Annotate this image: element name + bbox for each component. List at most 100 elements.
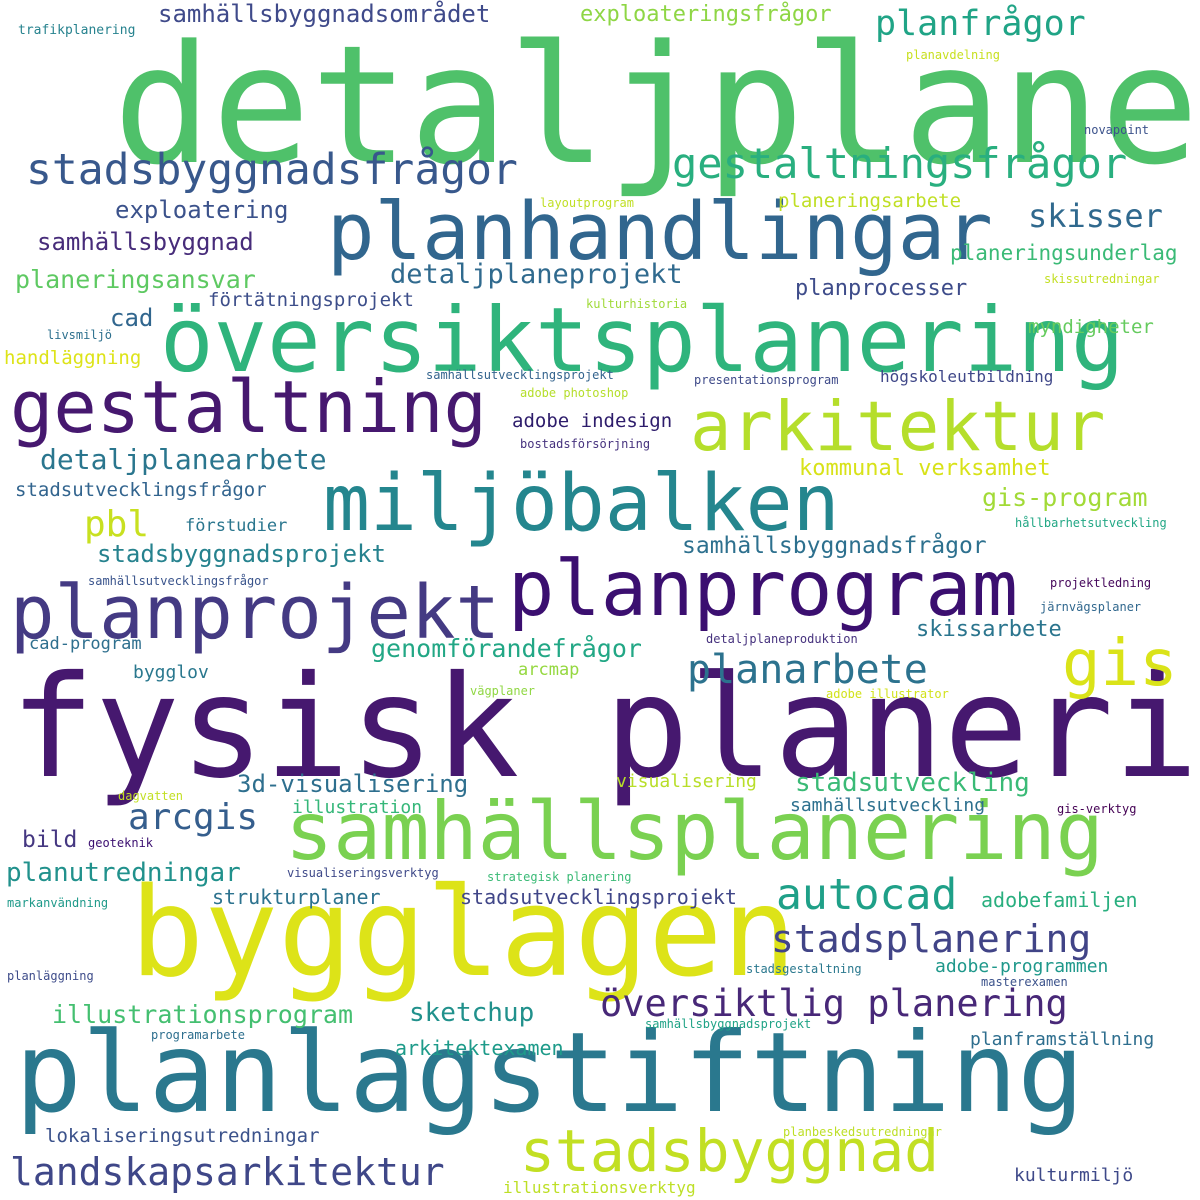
word-cloud-term: programarbete (151, 1028, 245, 1042)
word-cloud-term: stadsbyggnadsprojekt (97, 540, 386, 568)
word-cloud-term: masterexamen (981, 975, 1068, 989)
word-cloud-term: planhandlingar (327, 186, 993, 278)
word-cloud-term: illustrationsprogram (52, 1000, 354, 1029)
word-cloud-term: samhällsbyggnad (37, 228, 254, 256)
word-cloud-term: gis (1062, 627, 1178, 701)
word-cloud-term: cad-program (29, 634, 142, 654)
word-cloud-term: illustrationsverktyg (503, 1178, 696, 1197)
word-cloud-term: samhällsbyggnadsprojekt (645, 1017, 812, 1031)
word-cloud-term: trafikplanering (18, 23, 136, 38)
word-cloud-term: exploatering (115, 196, 289, 224)
word-cloud-term: illustration (292, 797, 423, 818)
word-cloud-term: strategisk planering (487, 870, 632, 884)
word-cloud-term: adobe photoshop (520, 386, 629, 400)
word-cloud-term: gis-verktyg (1057, 802, 1137, 816)
word-cloud-term: planprocesser (795, 276, 968, 301)
word-cloud-term: skissarbete (916, 617, 1062, 642)
word-cloud-term: översiktlig planering (600, 982, 1068, 1025)
word-cloud-term: genomförandefrågor (371, 634, 642, 663)
word-cloud-term: adobe-programmen (935, 956, 1109, 977)
word-cloud-term: förstudier (185, 516, 288, 536)
word-cloud-term: samhällsplanering (285, 785, 1104, 878)
word-cloud-term: miljöbalken (323, 459, 840, 549)
word-cloud-term: detaljplaneproduktion (706, 632, 858, 646)
word-cloud-term: exploateringsfrågor (580, 2, 832, 27)
word-cloud-term: planbeskedsutredningar (783, 1125, 942, 1139)
word-cloud-term: kommunal verksamhet (799, 456, 1051, 481)
word-cloud-term: bygglagen (130, 862, 797, 1005)
word-cloud-term: planeringsunderlag (950, 241, 1178, 265)
word-cloud-term: stadsutvecklingsfrågor (15, 479, 267, 501)
word-cloud-term: stadsutveckling (795, 768, 1030, 798)
word-cloud-term: fysisk planering (10, 646, 1200, 810)
word-cloud-term: kulturmiljö (1014, 1165, 1134, 1186)
word-cloud-term: planläggning (7, 969, 94, 983)
word-cloud-term: landskapsarkitektur (10, 1150, 445, 1194)
word-cloud-term: stadsutvecklingsprojekt (460, 885, 737, 909)
word-cloud-term: sketchup (409, 998, 535, 1028)
word-cloud-term: lokaliseringsutredningar (45, 1125, 320, 1147)
word-cloud-term: högskoleutbildning (880, 367, 1054, 386)
word-cloud-term: planutredningar (6, 858, 241, 888)
word-cloud-term: projektledning (1050, 576, 1152, 590)
word-cloud-term: hållbarhetsutveckling (1015, 516, 1167, 530)
word-cloud-term: vägplaner (470, 684, 536, 698)
word-cloud-term: gis-program (982, 483, 1148, 512)
word-cloud-term: dagvatten (118, 789, 184, 803)
word-cloud-term: översiktsplanering (160, 288, 1125, 392)
word-cloud-term: arcgis (128, 797, 259, 838)
word-cloud-term: detaljplaneprojekt (390, 259, 683, 290)
word-cloud-term: visualisering (616, 771, 757, 792)
word-cloud-term: stadsbyggnadsfrågor (26, 145, 518, 195)
word-cloud-term: stadsplanering (771, 917, 1092, 961)
word-cloud-term: planfrågor (875, 4, 1086, 44)
word-cloud-term: presentationsprogram (694, 373, 839, 387)
word-cloud-term: detaljplanearbete (40, 443, 327, 476)
word-cloud-term: planeringsarbete (778, 190, 962, 212)
word-cloud-term: geoteknik (88, 836, 154, 850)
word-cloud-term: planlagstiftning (15, 1009, 1085, 1138)
word-cloud-term: stadsbyggnad (520, 1117, 940, 1185)
word-cloud-term: handläggning (4, 347, 142, 369)
word-cloud-term: samhällsbyggnadsfrågor (682, 533, 987, 559)
word-cloud-term: strukturplaner (212, 885, 381, 909)
word-cloud-term: myndigheter (1028, 316, 1154, 338)
word-cloud-term: skisser (1028, 197, 1163, 235)
word-cloud-term: markanvändning (7, 896, 109, 910)
word-cloud-term: bild (22, 827, 78, 853)
word-cloud-term: kulturhistoria (586, 297, 688, 311)
word-cloud-term: arkitektexamen (395, 1036, 564, 1060)
word-cloud-term: gestaltning (10, 365, 487, 449)
word-cloud-term: samhällsutveckling (790, 795, 986, 816)
word-cloud-term: skissutredningar (1044, 272, 1160, 286)
word-cloud-term: bygglov (133, 662, 209, 683)
word-cloud-term: visualiseringsverktyg (287, 866, 439, 880)
word-cloud-term: planarbete (687, 647, 928, 693)
word-cloud-term: 3d-visualisering (237, 770, 469, 798)
word-cloud-term: planavdelning (906, 48, 1000, 62)
word-cloud-term: arkitektur (690, 387, 1106, 467)
word-cloud-term: layoutprogram (540, 196, 634, 210)
word-cloud-term: planprogram (508, 545, 1018, 634)
word-cloud-term: cad (110, 304, 154, 332)
word-cloud-term: samhällsutvecklingsprojekt (426, 368, 614, 382)
word-cloud-term: arcmap (518, 660, 580, 680)
word-cloud-term: adobefamiljen (981, 888, 1138, 912)
word-cloud-term: stadsgestaltning (746, 962, 862, 976)
word-cloud-term: planprojekt (10, 570, 501, 656)
word-cloud-term: adobe illustrator (826, 687, 949, 701)
word-cloud-term: planframställning (970, 1029, 1155, 1050)
word-cloud-term: detaljplaner (113, 10, 1200, 201)
word-cloud-term: samhällsbyggnadsområdet (158, 0, 491, 28)
word-cloud-term: gestaltningsfrågor (672, 139, 1128, 188)
word-cloud-term: adobe indesign (512, 410, 673, 432)
word-cloud-term: livsmiljö (47, 328, 113, 342)
word-cloud-term: bostadsförsörjning (520, 437, 651, 451)
word-cloud-term: pbl (84, 504, 150, 545)
word-cloud-term: autocad (776, 870, 958, 920)
word-cloud-term: järnvägsplaner (1040, 600, 1142, 614)
word-cloud-term: samhällsutvecklingsfrågor (88, 574, 269, 588)
word-cloud-term: planeringsansvar (15, 265, 256, 294)
word-cloud-term: förtätningsprojekt (208, 289, 414, 311)
